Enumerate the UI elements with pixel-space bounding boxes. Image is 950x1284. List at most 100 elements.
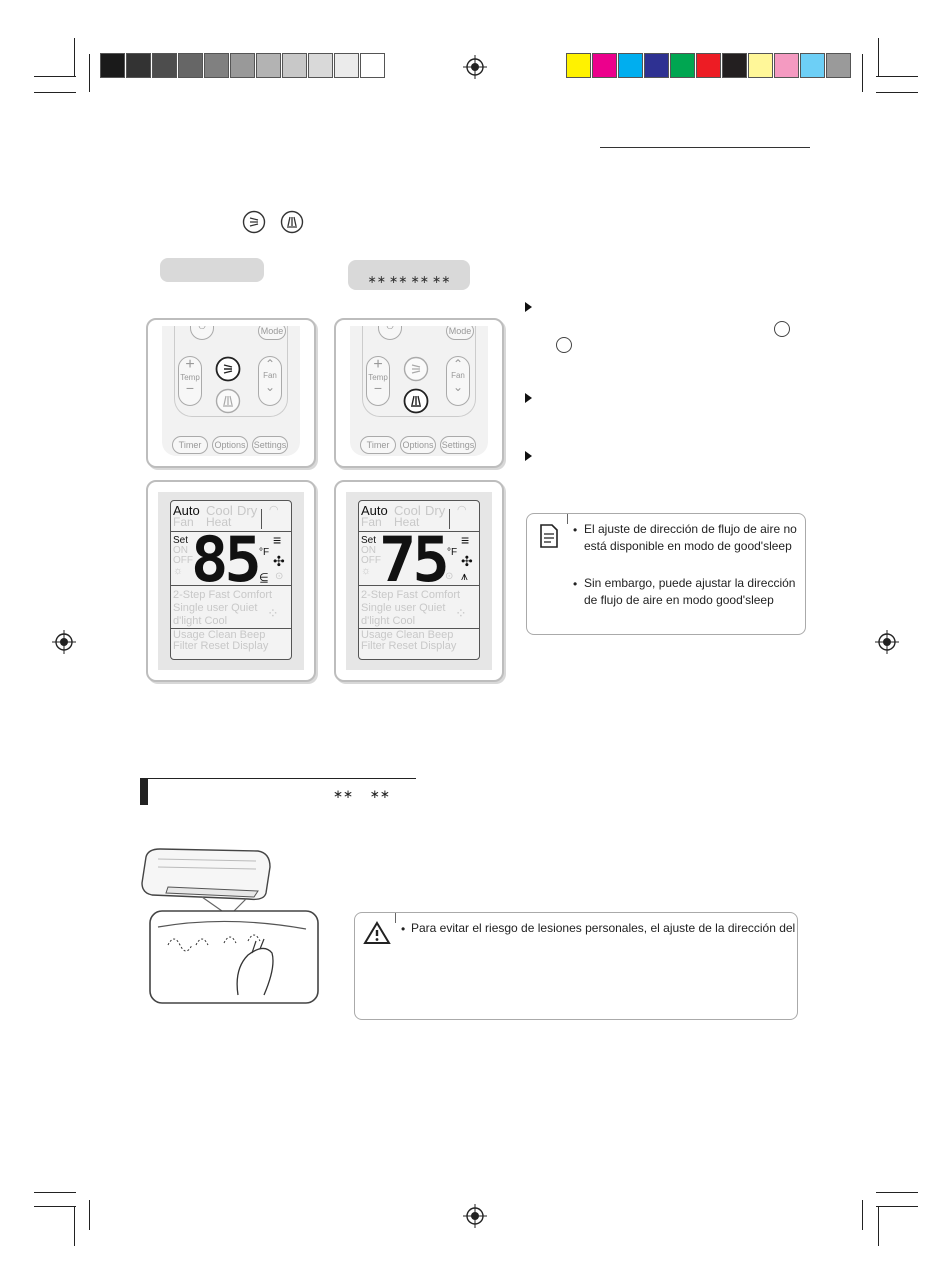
fan-button[interactable]: ⌃Fan⌄ xyxy=(258,356,282,406)
lcd-screen: Auto Cool Dry Fan Heat ◠ Set ON OFF ☼ 85… xyxy=(170,500,292,660)
mode-button-label: Mode xyxy=(260,326,284,336)
clock-icon: ⊙ xyxy=(275,571,284,582)
note-line-2: Sin embargo, puede ajustar la dirección … xyxy=(584,575,806,609)
step-arrow-2 xyxy=(525,393,532,403)
header-rule xyxy=(600,147,810,148)
remote-card-right: ⏻ Mode +Temp− ⌃Fan⌄ Timer Options Settin… xyxy=(334,318,504,468)
crop-mark-tl-v xyxy=(74,38,75,76)
horizontal-swing-icon: ⊙ xyxy=(445,571,454,582)
horizontal-swing-icon: ⋸ xyxy=(259,572,269,584)
color-swatch xyxy=(618,53,643,78)
lcd-auto: Auto xyxy=(173,503,200,518)
settings-label: Settings xyxy=(441,440,475,450)
crop-mark-tr-v2 xyxy=(862,54,863,92)
crop-mark-bl-h xyxy=(34,1192,76,1193)
temperature-readout: 75 xyxy=(379,523,450,596)
step-arrow-3 xyxy=(525,451,532,461)
vertical-airflow-button-icon[interactable] xyxy=(215,388,241,414)
color-swatch xyxy=(644,53,669,78)
registration-mark-icon xyxy=(52,630,76,654)
crop-mark-br-h xyxy=(876,1192,918,1193)
caution-warning-icon xyxy=(363,921,391,944)
crop-mark-br-h2 xyxy=(876,1206,918,1207)
dots-icon: ⁘ xyxy=(267,605,279,621)
note-text-2: está disponible en modo de good'sleep xyxy=(584,539,792,553)
crop-mark-tr-h xyxy=(876,76,918,77)
settings-button[interactable]: Settings xyxy=(440,436,476,454)
timer-label: Timer xyxy=(366,440,390,450)
fan-button[interactable]: ⌃Fan⌄ xyxy=(446,356,470,406)
fan-label: Fan xyxy=(451,371,465,380)
gray-swatch xyxy=(256,53,281,78)
sun-icon: ☼ xyxy=(173,565,184,577)
fan-label: Fan xyxy=(263,371,277,380)
options-button[interactable]: Options xyxy=(400,436,436,454)
lcd-panel: Auto Cool Dry Fan Heat ◠ Set ON OFF ☼ 85… xyxy=(158,492,304,670)
registration-mark-icon xyxy=(463,1204,487,1228)
crop-mark-tl-v2 xyxy=(89,54,90,92)
color-swatch xyxy=(722,53,747,78)
lcd-fan: Fan xyxy=(361,515,382,529)
lcd-heat: Heat xyxy=(394,515,420,529)
temperature-readout: 85 xyxy=(191,523,262,596)
gray-swatch xyxy=(230,53,255,78)
timer-label: Timer xyxy=(178,440,202,450)
mode-button[interactable]: Mode xyxy=(446,326,474,340)
step-arrow-1 xyxy=(525,302,532,312)
gray-swatch xyxy=(178,53,203,78)
color-swatch xyxy=(800,53,825,78)
mode-button[interactable]: Mode xyxy=(258,326,286,340)
gray-swatch xyxy=(334,53,359,78)
note-line-1: El ajuste de dirección de flujo de aire … xyxy=(584,521,806,555)
lcd-panel: Auto Cool Dry Fan Heat ◠ Set ON OFF ☼ 75… xyxy=(346,492,492,670)
caution-line-1: Para evitar el riesgo de lesiones person… xyxy=(411,921,796,935)
lcd-row-3: d'light Cool xyxy=(173,615,228,627)
lcd-on: ON xyxy=(361,545,376,556)
horizontal-airflow-button-icon[interactable] xyxy=(403,356,429,382)
display-card-left: Auto Cool Dry Fan Heat ◠ Set ON OFF ☼ 85… xyxy=(146,480,316,682)
section-stars: ∗∗ ∗∗ xyxy=(333,787,390,801)
gray-swatch xyxy=(126,53,151,78)
vertical-airflow-button-icon[interactable] xyxy=(403,388,429,414)
options-label: Options xyxy=(214,440,246,450)
label-pill-left xyxy=(160,258,264,282)
lcd-screen: Auto Cool Dry Fan Heat ◠ Set ON OFF ☼ 75… xyxy=(358,500,480,660)
lcd-off: OFF xyxy=(361,555,381,566)
gray-swatch xyxy=(204,53,229,78)
label-pill-right: ∗∗ ∗∗ ∗∗ ∗∗ xyxy=(348,260,470,290)
temp-button[interactable]: +Temp− xyxy=(178,356,202,406)
timer-button[interactable]: Timer xyxy=(172,436,208,454)
temp-button[interactable]: +Temp− xyxy=(366,356,390,406)
wifi-icon: ◠ xyxy=(457,504,467,516)
lcd-cool: Cool xyxy=(394,503,421,518)
crop-mark-tr-h2 xyxy=(876,92,918,93)
note-bullet-1: • xyxy=(573,523,578,537)
timer-button[interactable]: Timer xyxy=(360,436,396,454)
inline-vertical-airflow-icon xyxy=(556,337,572,353)
remote-card-left: ⏻ Mode +Temp− ⌃Fan⌄ Timer Options Settin… xyxy=(146,318,316,468)
note-icon xyxy=(540,524,558,548)
gray-swatch xyxy=(360,53,385,78)
lcd-off: OFF xyxy=(173,555,193,566)
fan-icon: ✣ xyxy=(461,553,473,569)
crop-mark-tl-h xyxy=(34,76,76,77)
settings-button[interactable]: Settings xyxy=(252,436,288,454)
options-button[interactable]: Options xyxy=(212,436,248,454)
lcd-row-1: 2-Step Fast Comfort xyxy=(173,589,273,601)
dots-icon: ⁘ xyxy=(455,605,467,621)
note-bullet-2: • xyxy=(573,577,578,591)
note-text-3: Sin embargo, puede ajustar la dirección xyxy=(584,576,796,590)
temp-label: Temp xyxy=(180,373,200,382)
lcd-row-4: Usage Clean Beep xyxy=(173,629,266,641)
lcd-row-5: Filter Reset Display xyxy=(361,640,457,652)
lcd-fan: Fan xyxy=(173,515,194,529)
horizontal-airflow-button-icon[interactable] xyxy=(215,356,241,382)
display-card-right: Auto Cool Dry Fan Heat ◠ Set ON OFF ☼ 75… xyxy=(334,480,504,682)
gray-swatch xyxy=(308,53,333,78)
vertical-airflow-icon xyxy=(280,210,304,234)
lcd-set: Set xyxy=(173,535,189,546)
lcd-row-2: Single user Quiet xyxy=(361,602,446,614)
registration-mark-icon xyxy=(463,55,487,79)
color-swatch xyxy=(592,53,617,78)
registration-mark-icon xyxy=(875,630,899,654)
